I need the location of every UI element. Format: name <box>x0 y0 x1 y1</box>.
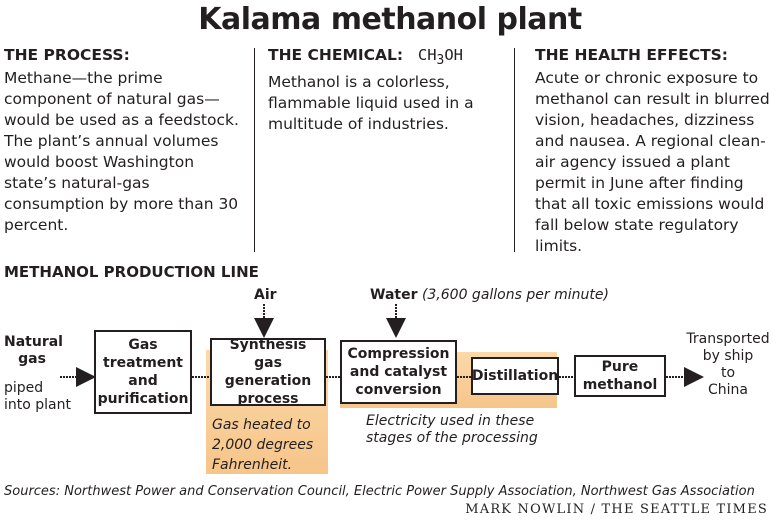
stage-label: process <box>237 391 299 407</box>
output-label-line: China <box>708 382 748 398</box>
water-label-row: Water (3,600 gallons per minute) <box>370 287 609 304</box>
stage-label: Compression <box>347 346 450 362</box>
chemical-formula: CH3OH <box>409 46 463 68</box>
page-title: Kalama methanol plant <box>198 2 582 37</box>
process-column: THE PROCESS: Methane—the prime component… <box>4 46 244 236</box>
stage-label: purification <box>97 391 189 407</box>
health-column: THE HEALTH EFFECTS: Acute or chronic exp… <box>535 46 775 257</box>
chemical-column: THE CHEMICAL: CH3OH Methanol is a colorl… <box>268 46 502 135</box>
output-label-line: by ship <box>702 348 754 364</box>
sources-note: Sources: Northwest Power and Conservatio… <box>4 484 755 499</box>
input-note-line: piped <box>4 380 44 396</box>
input-label: Natural gas <box>4 334 63 368</box>
stage-label: Distillation <box>471 368 559 384</box>
heat-note: Gas heated to 2,000 degrees Fahrenheit. <box>212 415 326 475</box>
heat-note-line: Fahrenheit. <box>212 457 293 473</box>
stage-label: conversion <box>355 382 442 398</box>
stage-synthesis-gas: Synthesis gas generation process <box>210 337 326 407</box>
stage-label: and catalyst <box>349 364 448 380</box>
formula-subscript: 3 <box>436 53 445 69</box>
input-label-line: Natural <box>4 334 63 350</box>
stage-distillation: Distillation <box>471 357 559 395</box>
stage-label: Pure <box>601 359 639 375</box>
credit-line: MARK NOWLIN / THE SEATTLE TIMES <box>465 502 768 517</box>
process-heading: THE PROCESS: <box>4 46 130 64</box>
stage-pure-methanol: Pure methanol <box>574 355 666 397</box>
formula-part: OH <box>444 46 463 64</box>
electricity-note-line: Electricity used in these <box>366 413 535 429</box>
input-note-line: into plant <box>4 397 71 413</box>
electricity-note-line: stages of the processing <box>366 430 538 446</box>
water-note: (3,600 gallons per minute) <box>421 287 609 303</box>
stage-label: methanol <box>582 377 658 393</box>
water-label: Water <box>370 287 418 303</box>
stage-label: Synthesis gas <box>229 337 307 371</box>
column-divider <box>254 48 255 252</box>
stage-label: generation <box>224 373 312 389</box>
chemical-heading-row: THE CHEMICAL: CH3OH <box>268 46 502 68</box>
health-heading: THE HEALTH EFFECTS: <box>535 46 729 64</box>
chemical-body: Methanol is a colorless, flammable liqui… <box>268 73 474 134</box>
health-body: Acute or chronic exposure to methanol ca… <box>535 69 770 255</box>
input-note: piped into plant <box>4 380 71 414</box>
electricity-note: Electricity used in these stages of the … <box>366 413 538 447</box>
stage-compression: Compression and catalyst conversion <box>340 340 457 404</box>
column-divider <box>514 48 515 252</box>
process-body: Methane—the prime component of natural g… <box>4 69 239 234</box>
output-label-line: Transported <box>686 331 770 347</box>
chemical-heading: THE CHEMICAL: <box>268 46 404 64</box>
stage-label: Gas <box>128 337 158 353</box>
heat-note-line: Gas heated to <box>212 417 311 433</box>
output-label: Transported by ship to China <box>680 331 776 399</box>
input-label-line: gas <box>18 351 46 367</box>
stage-label: treatment <box>103 355 183 371</box>
formula-part: CH <box>417 46 437 64</box>
output-label-line: to <box>720 365 736 381</box>
heat-note-line: 2,000 degrees <box>212 437 314 453</box>
stage-gas-treatment: Gas treatment and purification <box>94 330 192 414</box>
production-line-heading: METHANOL PRODUCTION LINE <box>4 263 259 281</box>
air-label: Air <box>254 287 277 303</box>
stage-label: and <box>128 373 158 389</box>
